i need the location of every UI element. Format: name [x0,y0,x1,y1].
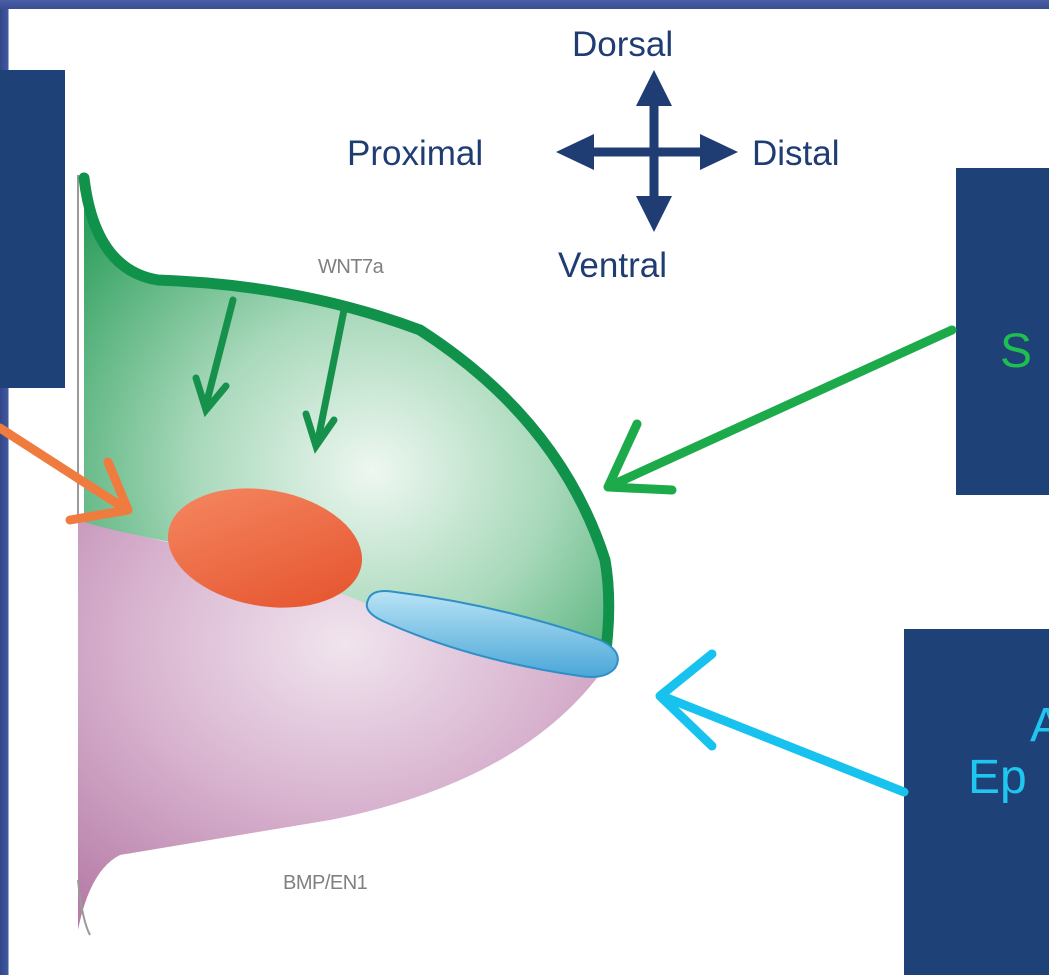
cyan-pointer-arrow [660,654,904,792]
compass-dorsal-label: Dorsal [572,27,673,62]
compass-proximal-label: Proximal [347,136,483,171]
bmp-en1-label: BMP/EN1 [283,873,367,893]
compass-up-arrowhead [636,70,672,106]
right-lower-box-text-line2: Ep [968,754,1027,802]
wnt7a-label: WNT7a [318,257,383,277]
compass-left-arrowhead [556,134,594,170]
right-upper-box-text: S [1000,328,1032,376]
compass-right-arrowhead [700,134,738,170]
green-pointer-arrow [608,330,952,490]
right-lower-box-text-line1: A [1030,702,1049,750]
compass-ventral-label: Ventral [558,248,667,283]
compass-distal-label: Distal [752,136,840,171]
compass-down-arrowhead [636,196,672,232]
